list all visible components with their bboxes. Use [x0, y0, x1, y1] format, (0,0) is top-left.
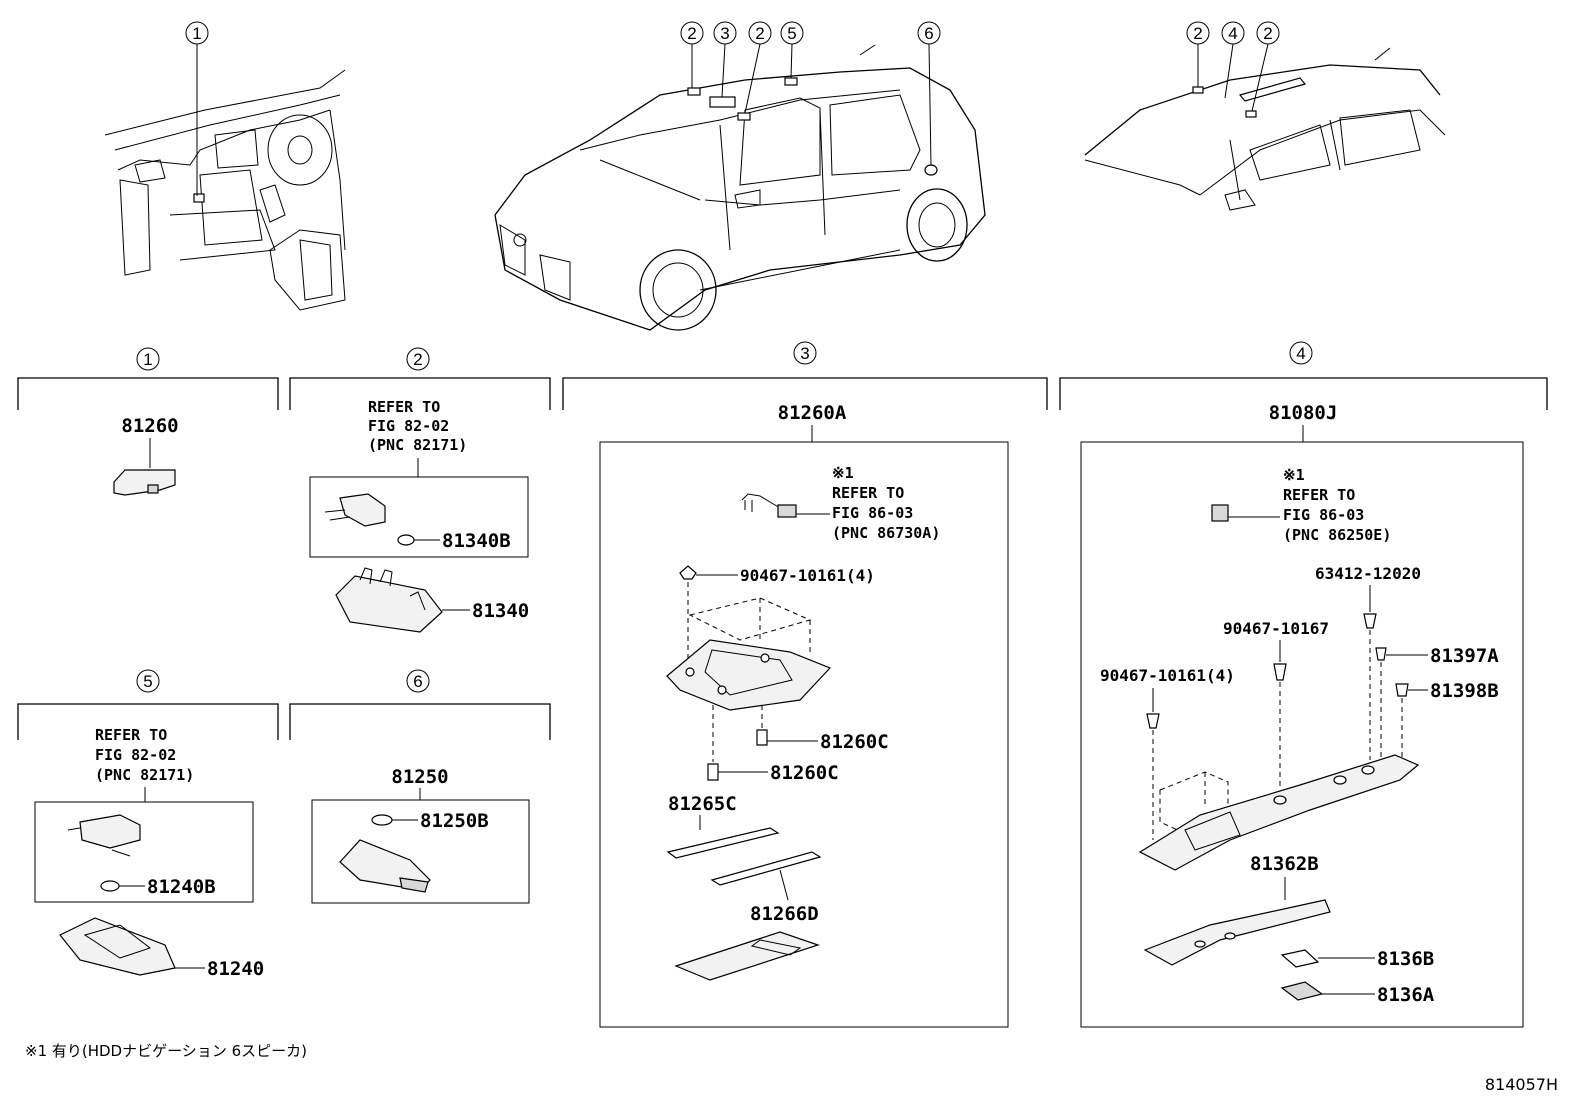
section-6-subbox: [311, 799, 530, 904]
figure-id: 814057H: [1485, 1075, 1558, 1094]
section-2-note-line2: FIG 82-02: [368, 417, 449, 435]
part-63412-12020: 63412-12020: [1315, 564, 1421, 583]
section-3-note-line4: (PNC 86730A): [832, 524, 940, 542]
section-4-number: 4: [1296, 344, 1305, 363]
cover-81362B: [1143, 899, 1331, 966]
callout-2d: 2: [1263, 24, 1272, 43]
part-90467-10161-4-sec3: 90467-10161(4): [740, 566, 875, 585]
part-81362B: 81362B: [1250, 853, 1319, 875]
callout-5: 5: [787, 24, 796, 43]
section-4-part: 81080J: [1269, 402, 1338, 424]
section-2-subbox: [309, 476, 529, 558]
section-1-part: 81260: [121, 415, 178, 437]
part-81250B: 81250B: [420, 810, 489, 832]
section-3: 3 81260A ※1 REFER TO FIG 86-03 (PNC 8673…: [562, 341, 1048, 1028]
part-8136A: 8136A: [1377, 984, 1435, 1006]
section-4-box: [1080, 441, 1524, 1028]
dashboard-illustration: [104, 69, 346, 311]
section-5-subbox: [34, 801, 254, 903]
lamp-housing-81240: [59, 917, 176, 976]
lens-81265C: [666, 827, 780, 859]
part-90467-10167: 90467-10167: [1223, 619, 1329, 638]
car-roof-illustration: [1084, 47, 1446, 211]
section-5-note-line3: (PNC 82171): [95, 766, 194, 784]
section-1: 1 81260: [17, 347, 279, 496]
section-2-note-line3: (PNC 82171): [368, 436, 467, 454]
part-81265C: 81265C: [668, 793, 737, 815]
callout-6: 6: [924, 24, 933, 43]
section-4: 4 81080J ※1 REFER TO FIG 86-03 (PNC 8625…: [1059, 341, 1548, 1028]
callout-2a: 2: [687, 24, 696, 43]
section-3-note-line3: FIG 86-03: [832, 504, 913, 522]
section-2-note-line1: REFER TO: [368, 398, 440, 416]
section-3-part: 81260A: [778, 402, 847, 424]
lens-81266D: [710, 851, 822, 886]
section-3-note-line1: ※1: [832, 464, 854, 482]
section-6-part: 81250: [391, 766, 448, 788]
top-callouts: [185, 21, 1280, 196]
section-5: 5 REFER TO FIG 82-02 (PNC 82171) 81240B …: [17, 669, 279, 980]
lamp-housing-81340: [335, 575, 443, 633]
part-81240: 81240: [207, 958, 264, 980]
section-6-number: 6: [413, 672, 422, 691]
part-81340B: 81340B: [442, 530, 511, 552]
part-8136B: 8136B: [1377, 948, 1434, 970]
roof-console-81080J: [1138, 754, 1420, 871]
part-81260C-a: 81260C: [820, 731, 889, 753]
part-81260C-b: 81260C: [770, 762, 839, 784]
section-4-note-line2: REFER TO: [1283, 486, 1355, 504]
section-2: 2 REFER TO FIG 82-02 (PNC 82171) 81340B …: [289, 347, 551, 633]
part-90467-10161-4-sec4: 90467-10161(4): [1100, 666, 1235, 685]
section-4-note-line1: ※1: [1283, 466, 1305, 484]
section-3-box: [599, 441, 1009, 1028]
callout-4: 4: [1228, 24, 1237, 43]
part-81240B: 81240B: [147, 876, 216, 898]
lamp-housing-81250: [339, 839, 431, 891]
section-1-number: 1: [143, 350, 152, 369]
car-exterior-illustration: [494, 44, 986, 331]
part-81398B: 81398B: [1430, 680, 1499, 702]
part-81340: 81340: [472, 600, 529, 622]
part-81397A: 81397A: [1430, 645, 1499, 667]
section-5-note-line1: REFER TO: [95, 726, 167, 744]
callout-1: 1: [192, 24, 201, 43]
callout-3: 3: [720, 24, 729, 43]
section-3-number: 3: [800, 344, 809, 363]
room-lamp-81260: [113, 469, 176, 496]
map-lamp-base-81260A: [666, 639, 832, 711]
section-5-number: 5: [143, 672, 152, 691]
top-callout-labels: 1 2 3 2 5 6 2 4 2: [192, 24, 1272, 43]
footnote: ※1 有り(HDDナビゲーション 6スピーカ): [25, 1042, 307, 1060]
section-3-note-line2: REFER TO: [832, 484, 904, 502]
callout-2c: 2: [1193, 24, 1202, 43]
callout-2b: 2: [755, 24, 764, 43]
part-81266D: 81266D: [750, 903, 819, 925]
section-6: 6 81250 81250B: [289, 669, 551, 904]
cover-81266D: [674, 931, 820, 981]
section-4-note-line3: FIG 86-03: [1283, 506, 1364, 524]
section-2-number: 2: [413, 350, 422, 369]
section-4-note-line4: (PNC 86250E): [1283, 526, 1391, 544]
section-5-note-line2: FIG 82-02: [95, 746, 176, 764]
